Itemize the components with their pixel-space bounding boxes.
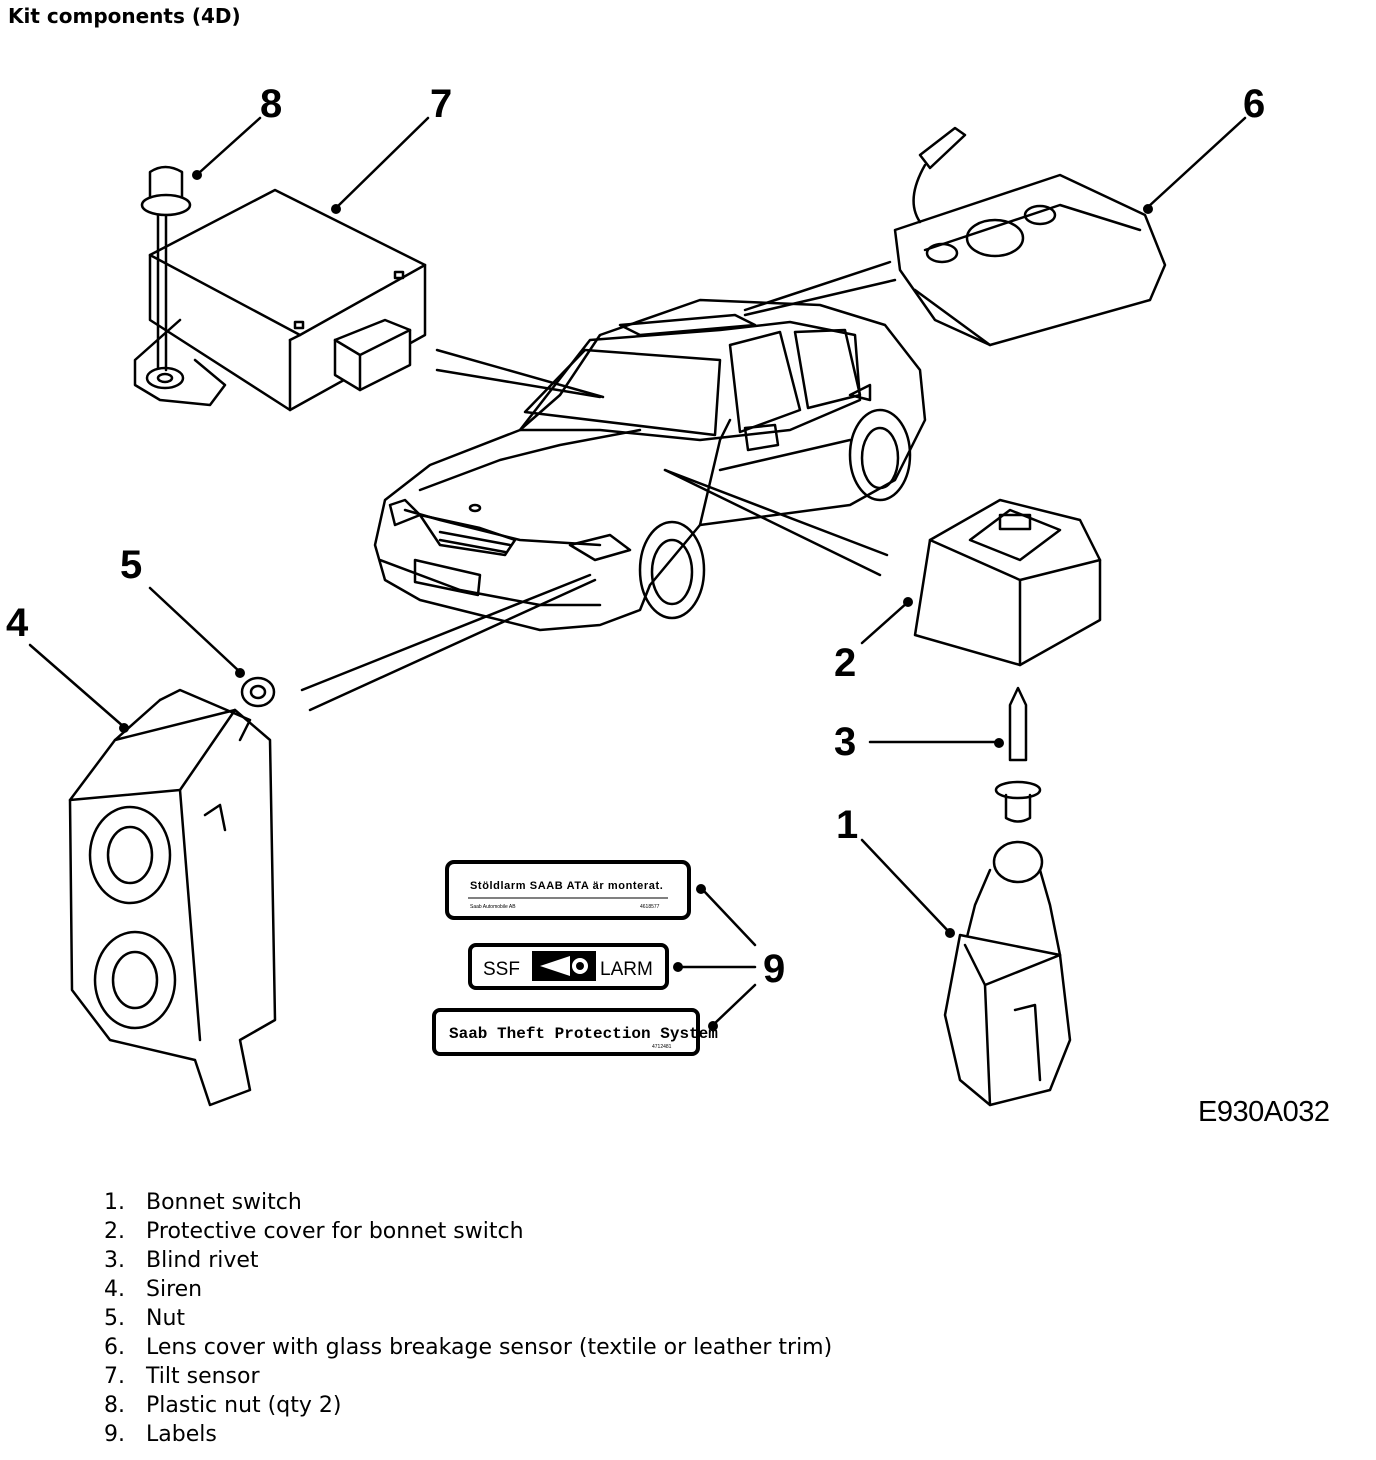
legend-number: 9. (104, 1422, 125, 1447)
legend-text: Labels (146, 1422, 217, 1447)
callout-5: 5 (120, 543, 142, 587)
legend-item: 9. Labels (104, 1422, 832, 1451)
legend-number: 3. (104, 1248, 125, 1273)
page-title: Kit components (4D) (8, 4, 241, 28)
label-saab-theft-small: 4712481 (652, 1044, 672, 1050)
legend-number: 4. (104, 1277, 125, 1302)
blind-rivet-illustration (994, 686, 1042, 823)
plastic-nut-illustration (140, 165, 192, 372)
callout-2: 2 (834, 641, 856, 685)
legend-number: 5. (104, 1306, 125, 1331)
nut-illustration (240, 676, 276, 708)
legend-number: 8. (104, 1393, 125, 1418)
legend-item: 7. Tilt sensor (104, 1364, 832, 1393)
legend-item: 1. Bonnet switch (104, 1190, 832, 1219)
bonnet-switch-cover-illustration (913, 498, 1102, 667)
callout-7: 7 (430, 82, 452, 126)
tilt-sensor-illustration (133, 188, 427, 412)
label-stoldlarm-small-left: Saab Automobile AB (470, 904, 516, 910)
legend-text: Nut (146, 1306, 186, 1331)
callout-6: 6 (1243, 82, 1265, 126)
bonnet-switch-illustration (943, 840, 1072, 1107)
legend-text: Blind rivet (146, 1248, 259, 1273)
legend-text: Plastic nut (qty 2) (146, 1393, 342, 1418)
legend-item: 3. Blind rivet (104, 1248, 832, 1277)
callout-8: 8 (260, 82, 282, 126)
figure-code: E930A032 (1198, 1096, 1330, 1128)
legend-text: Bonnet switch (146, 1190, 302, 1215)
label-ssf-text: SSF (483, 959, 520, 980)
legend-item: 4. Siren (104, 1277, 832, 1306)
label-stoldlarm-text: Stöldlarm SAAB ATA är monterat. (470, 880, 663, 892)
callout-3: 3 (834, 720, 856, 764)
legend-text: Siren (146, 1277, 203, 1302)
label-saab-theft-protection: Saab Theft Protection System 4712481 (432, 1008, 718, 1056)
legend-item: 2. Protective cover for bonnet switch (104, 1219, 832, 1248)
label-saab-theft-text: Saab Theft Protection System (449, 1025, 718, 1043)
car-illustration (373, 298, 927, 632)
legend-text: Protective cover for bonnet switch (146, 1219, 524, 1244)
legend-number: 1. (104, 1190, 125, 1215)
legend-text: Tilt sensor (146, 1364, 260, 1389)
label-larm-text: LARM (600, 959, 653, 980)
callout-4: 4 (6, 601, 29, 645)
lens-cover-illustration (893, 126, 1167, 347)
legend-item: 8. Plastic nut (qty 2) (104, 1393, 832, 1422)
legend-number: 2. (104, 1219, 125, 1244)
component-legend: 1. Bonnet switch 2. Protective cover for b… (104, 1190, 832, 1451)
legend-item: 5. Nut (104, 1306, 832, 1335)
legend-number: 7. (104, 1364, 125, 1389)
label-stoldlarm: Stöldlarm SAAB ATA är monterat. Saab Aut… (445, 860, 691, 920)
callout-1: 1 (836, 803, 858, 847)
legend-number: 6. (104, 1335, 125, 1360)
label-stoldlarm-small-right: 4618577 (640, 904, 660, 910)
siren-illustration (68, 688, 277, 1107)
label-ssf-larm: SSF LARM (468, 943, 669, 990)
legend-item: 6. Lens cover with glass breakage sensor … (104, 1335, 832, 1364)
callout-9: 9 (763, 947, 785, 991)
legend-text: Lens cover with glass breakage sensor (t… (146, 1335, 833, 1360)
kit-components-diagram: 8 7 6 5 4 2 3 1 9 Stöldlarm SAAB ATA är … (6, 82, 1265, 1107)
